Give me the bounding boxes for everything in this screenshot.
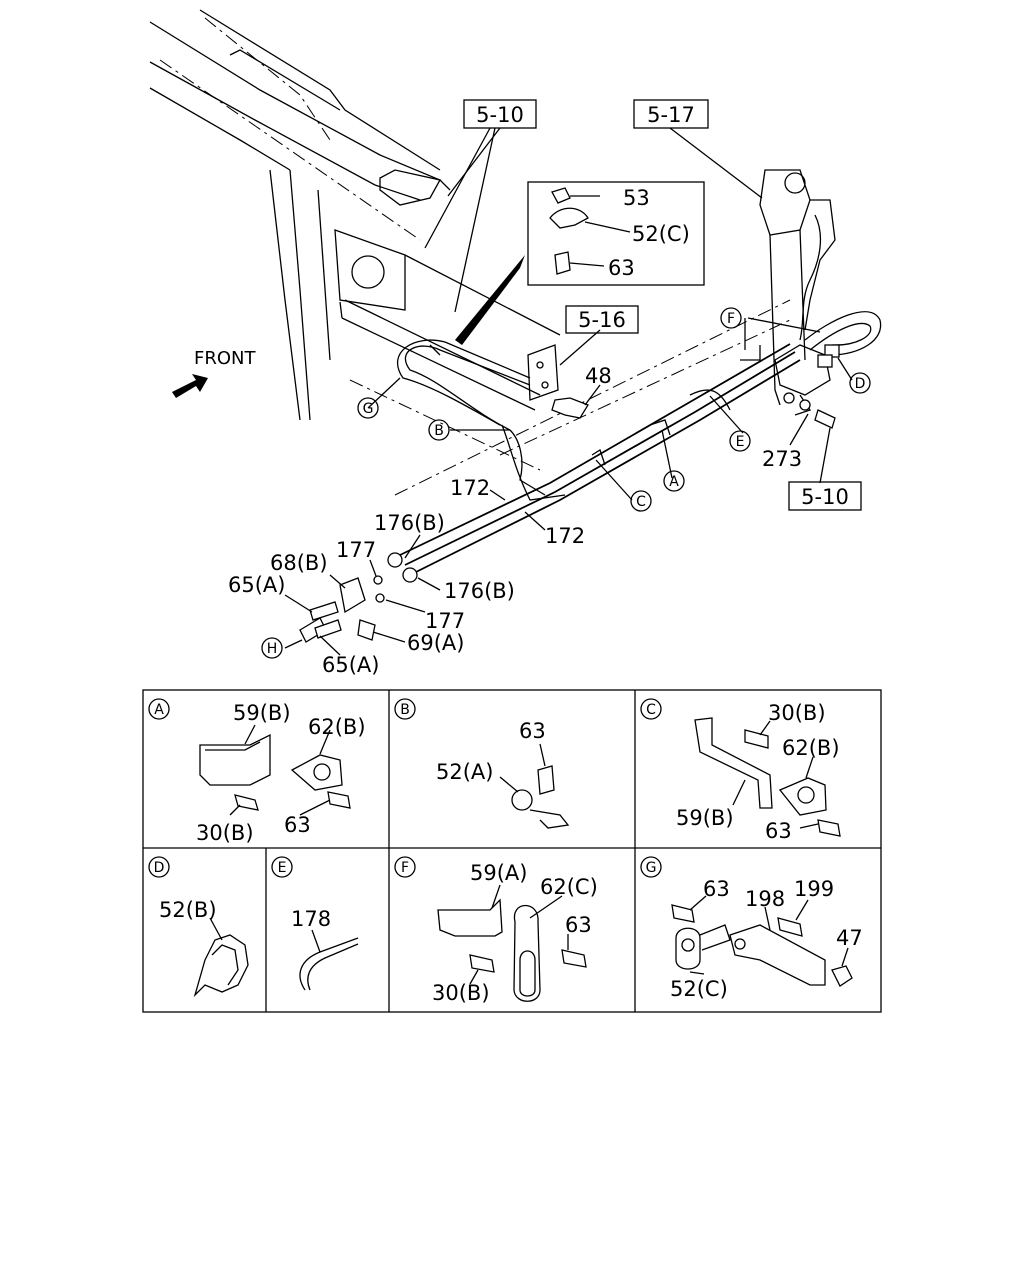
ref-box-516 <box>565 305 639 334</box>
label-172-lower: 172 <box>545 524 585 548</box>
svg-text:198: 198 <box>745 887 785 911</box>
label-177-lower: 177 <box>425 609 465 633</box>
svg-text:63: 63 <box>565 913 592 937</box>
svg-text:D: D <box>154 860 165 876</box>
svg-text:30(B): 30(B) <box>196 821 254 845</box>
svg-text:63: 63 <box>703 877 730 901</box>
svg-text:C: C <box>646 702 656 718</box>
callout-g: G <box>357 397 379 419</box>
svg-text:D: D <box>855 376 866 392</box>
ref-box-510-bottom <box>788 481 862 511</box>
svg-text:47: 47 <box>836 926 863 950</box>
svg-text:199: 199 <box>794 877 834 901</box>
label-65a-lower: 65(A) <box>322 653 379 677</box>
svg-text:G: G <box>646 860 657 876</box>
detail-grid <box>142 689 882 1013</box>
ref-516: 5-16 <box>578 308 626 332</box>
svg-text:52(C): 52(C) <box>670 977 728 1001</box>
inset-pointer <box>455 255 525 345</box>
callout-e: E <box>729 430 751 452</box>
valve-assembly <box>740 169 836 416</box>
svg-text:A: A <box>154 702 164 718</box>
detail-a: A 59(B) 62(B) 30(B) 63 <box>148 698 366 845</box>
callout-b: B <box>428 419 450 441</box>
label-177-upper: 177 <box>336 538 376 562</box>
leader-lines <box>284 127 853 656</box>
callout-c: C <box>630 490 652 512</box>
label-273: 273 <box>762 447 802 471</box>
front-arrow-icon <box>172 374 208 398</box>
callout-h: H <box>261 637 283 659</box>
detail-d: D 52(B) <box>148 856 249 998</box>
callout-f: F <box>720 307 742 329</box>
svg-text:63: 63 <box>765 819 792 843</box>
ref-box-510-top <box>463 99 537 129</box>
hose-loop-right <box>804 311 882 368</box>
svg-text:F: F <box>727 311 735 327</box>
label-68b: 68(B) <box>270 551 328 575</box>
chassis-frame <box>149 9 791 496</box>
label-176b-lower: 176(B) <box>444 579 515 603</box>
detail-c: C 30(B) 62(B) 59(B) 63 <box>640 698 841 843</box>
label-172-upper: 172 <box>450 476 490 500</box>
front-label: FRONT <box>194 348 256 369</box>
label-176b-upper: 176(B) <box>374 511 445 535</box>
callout-d: D <box>849 372 871 394</box>
bracket-516 <box>527 344 589 419</box>
ref-box-517 <box>633 99 709 129</box>
ref-517: 5-17 <box>647 103 695 127</box>
svg-text:G: G <box>363 401 374 417</box>
svg-text:30(B): 30(B) <box>432 981 490 1005</box>
svg-text:E: E <box>278 860 287 876</box>
svg-text:30(B): 30(B) <box>768 701 826 725</box>
detail-b: B 63 52(A) <box>394 698 570 829</box>
svg-text:62(C): 62(C) <box>540 875 598 899</box>
svg-text:C: C <box>636 494 646 510</box>
washer-bolt-273 <box>799 399 836 429</box>
ref-510-bottom: 5-10 <box>801 485 849 509</box>
svg-text:B: B <box>400 702 410 718</box>
svg-text:52(A): 52(A) <box>436 760 493 784</box>
label-48: 48 <box>585 364 612 388</box>
label-53: 53 <box>623 186 650 210</box>
hose-bundle <box>399 343 801 576</box>
label-69a: 69(A) <box>407 631 464 655</box>
svg-text:E: E <box>736 434 745 450</box>
svg-text:52(B): 52(B) <box>159 898 217 922</box>
svg-text:H: H <box>267 641 278 657</box>
svg-text:59(A): 59(A) <box>470 861 527 885</box>
ref-510-top: 5-10 <box>476 103 524 127</box>
svg-text:59(B): 59(B) <box>676 806 734 830</box>
svg-text:59(B): 59(B) <box>233 701 291 725</box>
svg-text:63: 63 <box>284 813 311 837</box>
svg-text:63: 63 <box>519 719 546 743</box>
svg-text:F: F <box>401 860 409 876</box>
svg-text:A: A <box>669 474 679 490</box>
svg-text:62(B): 62(B) <box>782 736 840 760</box>
svg-text:178: 178 <box>291 907 331 931</box>
label-65a-upper: 65(A) <box>228 573 285 597</box>
detail-g: G 63 198 199 47 52(C) <box>640 856 863 1001</box>
label-63-inset: 63 <box>608 256 635 280</box>
detail-e: E 178 <box>271 856 359 991</box>
svg-text:62(B): 62(B) <box>308 715 366 739</box>
fitting-block <box>299 552 418 643</box>
hose-loop-left <box>396 339 531 431</box>
svg-text:B: B <box>434 423 444 439</box>
label-52c-inset: 52(C) <box>632 222 690 246</box>
detail-f: F 59(A) 62(C) 63 30(B) <box>394 856 598 1005</box>
inset-box <box>527 181 705 286</box>
callout-a: A <box>663 470 685 492</box>
